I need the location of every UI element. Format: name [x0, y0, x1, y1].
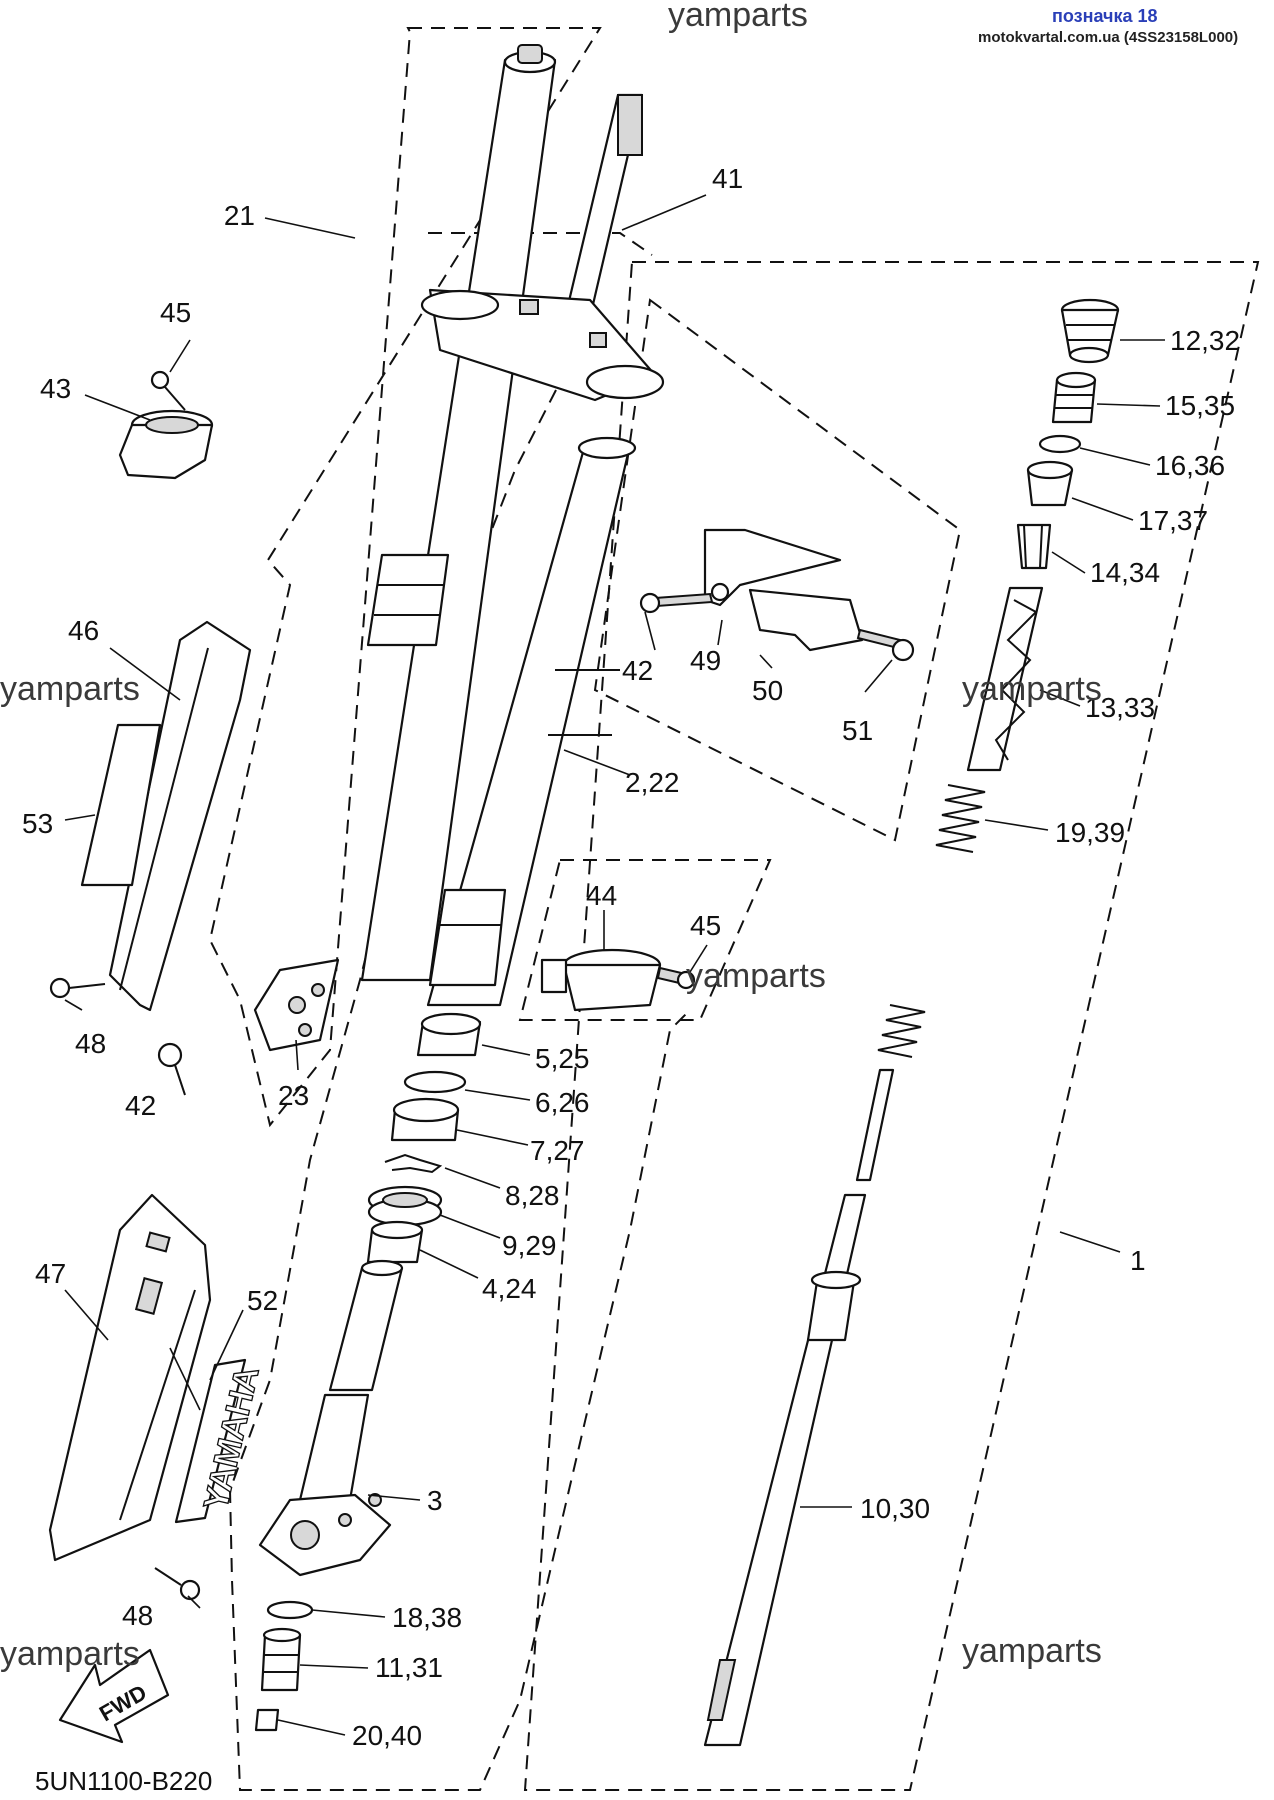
callout-42-left: 42 — [125, 1090, 156, 1121]
leader-lines — [64, 194, 1165, 1736]
callout-14-34: 14,34 — [1090, 557, 1160, 588]
callout-45-clamp: 45 — [690, 910, 721, 941]
outer-tube-21 — [253, 44, 557, 1052]
callout-48-lower: 48 — [122, 1600, 153, 1631]
callout-45-upper: 45 — [160, 297, 191, 328]
callout-23: 23 — [278, 1080, 309, 1111]
callout-17-37: 17,37 — [1138, 505, 1208, 536]
callout-50: 50 — [752, 675, 783, 706]
callout-7-27: 7,27 — [530, 1135, 585, 1166]
collar-17-37 — [1026, 460, 1074, 507]
callout-3: 3 — [427, 1485, 443, 1516]
group-outline-guard-bracket — [593, 298, 962, 842]
callout-53: 53 — [22, 808, 53, 839]
callout-8-28: 8,28 — [505, 1180, 560, 1211]
watermark-left: yamparts — [0, 670, 140, 708]
bushing-4-24 — [366, 1220, 424, 1264]
fwd-arrow-icon: FWD — [58, 1648, 170, 1744]
oring-18-38 — [266, 1600, 314, 1620]
watermark-bottom-left: yamparts — [0, 1635, 140, 1673]
bolt-42-left — [157, 1042, 186, 1096]
callout-18-38: 18,38 — [392, 1602, 462, 1633]
damper-cap-12-32 — [1060, 298, 1120, 364]
watermark-bottom-right: yamparts — [962, 1632, 1102, 1670]
watermark-right: yamparts — [962, 670, 1102, 708]
nut-14-34 — [1016, 523, 1052, 570]
watermark-middle: yamparts — [686, 957, 826, 995]
callout-15-35: 15,35 — [1165, 390, 1235, 421]
spring-19-39 — [935, 784, 986, 853]
guard-bracket-parts — [653, 528, 902, 652]
washer-16-36 — [1038, 434, 1082, 454]
callout-47: 47 — [35, 1258, 66, 1289]
rebound-spring — [877, 1004, 926, 1058]
bolt-51 — [891, 638, 915, 662]
callout-49: 49 — [690, 645, 721, 676]
clamp-44 — [540, 948, 692, 1012]
stopper-ring-8-28 — [384, 1153, 443, 1174]
damper-rod-10-30 — [703, 1193, 867, 1747]
callout-1: 1 — [1130, 1245, 1146, 1276]
steering-stem-41 — [420, 93, 665, 402]
inner-tube-lower-3 — [258, 1259, 404, 1577]
callout-44: 44 — [586, 880, 617, 911]
callout-51: 51 — [842, 715, 873, 746]
callout-6-26: 6,26 — [535, 1087, 590, 1118]
callout-46: 46 — [68, 615, 99, 646]
fork-protector-46 — [108, 620, 252, 1012]
spring-13-33 — [966, 586, 1044, 772]
callout-48-upper: 48 — [75, 1028, 106, 1059]
damper-rod — [855, 1068, 895, 1182]
group-outline-bracket-top — [428, 232, 653, 256]
callout-19-39: 19,39 — [1055, 817, 1125, 848]
callout-42-bracket: 42 — [622, 655, 653, 686]
piston-15-35 — [1051, 371, 1097, 424]
base-valve-11-31 — [260, 1627, 302, 1692]
callout-13-33: 13,33 — [1085, 692, 1155, 723]
inner-tube-2-22 — [426, 436, 637, 1007]
clamp-43 — [118, 409, 214, 480]
callout-2-22: 2,22 — [625, 767, 680, 798]
callout-12-32: 12,32 — [1170, 325, 1240, 356]
callout-10-30: 10,30 — [860, 1493, 930, 1524]
decal-53 — [80, 723, 162, 887]
callout-9-29: 9,29 — [502, 1230, 557, 1261]
callout-11-31: 11,31 — [375, 1652, 443, 1683]
group-outline-lower — [228, 389, 691, 1791]
drain-bolt-20-40 — [254, 1708, 280, 1732]
callout-43: 43 — [40, 373, 71, 404]
slide-bushing-5-25 — [416, 1012, 482, 1057]
callout-20-40: 20,40 — [352, 1720, 422, 1751]
callout-21: 21 — [224, 200, 255, 231]
bolt-45-upper — [150, 370, 186, 411]
callout-4-24: 4,24 — [482, 1273, 537, 1304]
callout-41: 41 — [712, 163, 743, 194]
callout-5-25: 5,25 — [535, 1043, 590, 1074]
callout-16-36: 16,36 — [1155, 450, 1225, 481]
bolt-42-bracket — [639, 592, 661, 614]
header-source: motokvartal.com.ua (4SS23158L000) — [978, 29, 1238, 46]
decal-52-yamaha: YAMAHA — [174, 1358, 267, 1524]
bolt-48-lower — [154, 1567, 201, 1601]
bolt-45-clamp — [676, 970, 696, 990]
washer-6-26 — [403, 1070, 467, 1094]
fork-protector-47 — [48, 1193, 212, 1562]
group-outline-damper — [523, 261, 1260, 1791]
group-outline-outer-tube — [208, 27, 602, 1128]
dust-seal-9-29 — [367, 1185, 443, 1227]
group-outline-clamp — [518, 859, 772, 1021]
header-link[interactable]: позначка 18 — [1052, 6, 1158, 26]
oil-seal-7-27 — [390, 1097, 460, 1142]
diagram-code: 5UN1100-B220 — [35, 1766, 212, 1796]
watermark-top: yamparts — [668, 0, 808, 34]
bolt-48-upper — [49, 977, 106, 999]
callout-52: 52 — [247, 1285, 278, 1316]
